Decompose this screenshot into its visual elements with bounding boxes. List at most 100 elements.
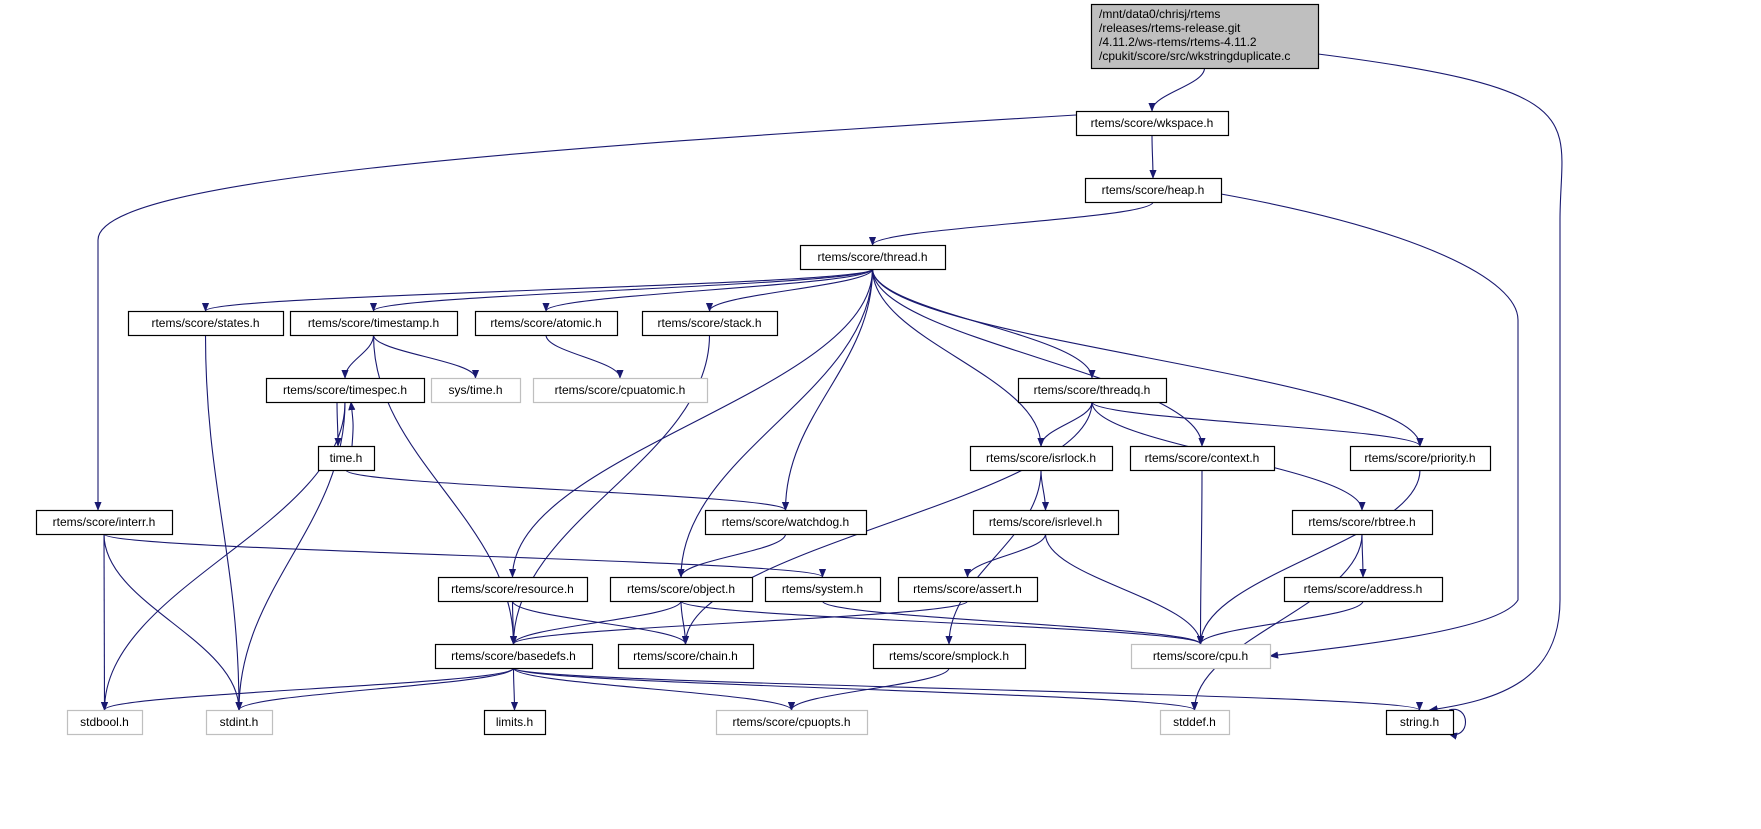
node-box (317, 445, 376, 472)
node-stdint: stdint.h (205, 709, 274, 736)
edge-rbtree-to-address (1359, 533, 1367, 578)
node-stack[interactable]: rtems/score/stack.h (641, 310, 779, 337)
node-isrlock[interactable]: rtems/score/isrlock.h (969, 445, 1114, 472)
node-box (969, 445, 1114, 472)
edge-smplock-to-cpuopts (787, 667, 950, 711)
node-label: rtems/score/isrlock.h (986, 451, 1096, 465)
node-box (764, 576, 882, 603)
edge-isrlock-to-isrlevel (1040, 469, 1050, 511)
edge-atomic-to-cpuatomic (545, 334, 624, 379)
edge-time-to-watchdog (345, 469, 789, 511)
edge-basedefs-to-stdbool (101, 667, 515, 711)
node-box (1075, 110, 1230, 137)
node-box (609, 576, 754, 603)
node-object[interactable]: rtems/score/object.h (609, 576, 754, 603)
node-label: /4.11.2/ws-rtems/rtems-4.11.2 (1099, 35, 1257, 49)
node-rbtree[interactable]: rtems/score/rbtree.h (1291, 509, 1434, 536)
edge-timespec-to-stdbool (100, 401, 346, 711)
node-watchdog[interactable]: rtems/score/watchdog.h (704, 509, 868, 536)
node-label: rtems/score/timespec.h (283, 383, 407, 397)
node-box (872, 643, 1027, 670)
node-box (897, 576, 1039, 603)
node-basedefs[interactable]: rtems/score/basedefs.h (434, 643, 594, 670)
node-chain[interactable]: rtems/score/chain.h (617, 643, 755, 670)
node-box (715, 709, 869, 736)
edge-system-to-cpu (821, 600, 1204, 645)
node-box (641, 310, 779, 337)
edge-resource-to-basedefs (509, 600, 518, 645)
edge-thread-to-timestamp (370, 268, 874, 312)
node-root: /mnt/data0/chrisj/rtems/releases/rtems-r… (1090, 3, 1320, 70)
node-heap[interactable]: rtems/score/heap.h (1084, 177, 1223, 204)
node-priority[interactable]: rtems/score/priority.h (1349, 445, 1492, 472)
edge-context-to-cpu (1196, 469, 1205, 645)
edge-time-to-timespec (348, 401, 356, 447)
edge-string-to-string (1448, 708, 1467, 740)
edge-thread-to-priority (871, 268, 1424, 447)
node-box (799, 244, 947, 271)
edge-interr-to-stdbool (100, 533, 109, 711)
edge-isrlevel-to-assert (963, 533, 1047, 578)
node-box (430, 377, 522, 404)
node-interr[interactable]: rtems/score/interr.h (35, 509, 174, 536)
node-timespec[interactable]: rtems/score/timespec.h (265, 377, 426, 404)
node-box (1291, 509, 1434, 536)
node-timestamp[interactable]: rtems/score/timestamp.h (289, 310, 459, 337)
node-box (474, 310, 619, 337)
node-label: rtems/score/context.h (1145, 451, 1260, 465)
edges (94, 53, 1563, 740)
edge-basedefs-to-stddef (512, 667, 1198, 711)
node-atomic[interactable]: rtems/score/atomic.h (474, 310, 619, 337)
node-label: stdint.h (220, 715, 259, 729)
edge-interr-to-stdint (103, 533, 243, 711)
edge-threadq-to-isrlock (1037, 401, 1093, 447)
node-box (1283, 576, 1444, 603)
node-label: rtems/score/rbtree.h (1308, 515, 1415, 529)
node-stddef: stddef.h (1159, 709, 1231, 736)
node-label: string.h (1400, 715, 1439, 729)
node-box (66, 709, 144, 736)
edge-thread-to-atomic (542, 268, 874, 312)
node-thread[interactable]: rtems/score/thread.h (799, 244, 947, 271)
node-time[interactable]: time.h (317, 445, 376, 472)
node-states[interactable]: rtems/score/states.h (127, 310, 285, 337)
node-system[interactable]: rtems/system.h (764, 576, 882, 603)
node-threadq[interactable]: rtems/score/threadq.h (1017, 377, 1168, 404)
node-string[interactable]: string.h (1385, 709, 1455, 736)
node-label: rtems/score/smplock.h (889, 649, 1009, 663)
edge-isrlevel-to-cpu (1044, 533, 1205, 645)
node-isrlevel[interactable]: rtems/score/isrlevel.h (972, 509, 1120, 536)
edge-thread-to-object (677, 268, 874, 578)
edge-thread-to-context (871, 268, 1206, 447)
edge-watchdog-to-object (677, 533, 787, 578)
node-label: rtems/score/timestamp.h (308, 316, 439, 330)
node-box (289, 310, 459, 337)
node-assert[interactable]: rtems/score/assert.h (897, 576, 1039, 603)
node-context[interactable]: rtems/score/context.h (1129, 445, 1276, 472)
node-label: rtems/score/chain.h (633, 649, 738, 663)
node-box (1130, 643, 1272, 670)
node-smplock[interactable]: rtems/score/smplock.h (872, 643, 1027, 670)
edge-basedefs-to-cpuopts (512, 667, 795, 711)
node-resource[interactable]: rtems/score/resource.h (437, 576, 589, 603)
edge-root-to-string (1317, 53, 1563, 713)
node-limits[interactable]: limits.h (483, 709, 547, 736)
node-box (35, 509, 174, 536)
node-systime: sys/time.h (430, 377, 522, 404)
node-box (265, 377, 426, 404)
node-address[interactable]: rtems/score/address.h (1283, 576, 1444, 603)
node-label: stddef.h (1173, 715, 1216, 729)
edge-timestamp-to-systime (372, 334, 480, 379)
node-box (1129, 445, 1276, 472)
node-wkspace[interactable]: rtems/score/wkspace.h (1075, 110, 1230, 137)
node-label: rtems/score/cpu.h (1153, 649, 1248, 663)
edge-timespec-to-time (334, 401, 342, 447)
node-label: time.h (330, 451, 363, 465)
node-label: /releases/rtems-release.git (1099, 21, 1241, 35)
node-box (617, 643, 755, 670)
node-label: rtems/score/watchdog.h (722, 515, 849, 529)
edge-wkspace-to-heap (1149, 134, 1157, 179)
edge-threadq-to-priority (1091, 401, 1424, 447)
node-label: /mnt/data0/chrisj/rtems (1099, 7, 1220, 21)
